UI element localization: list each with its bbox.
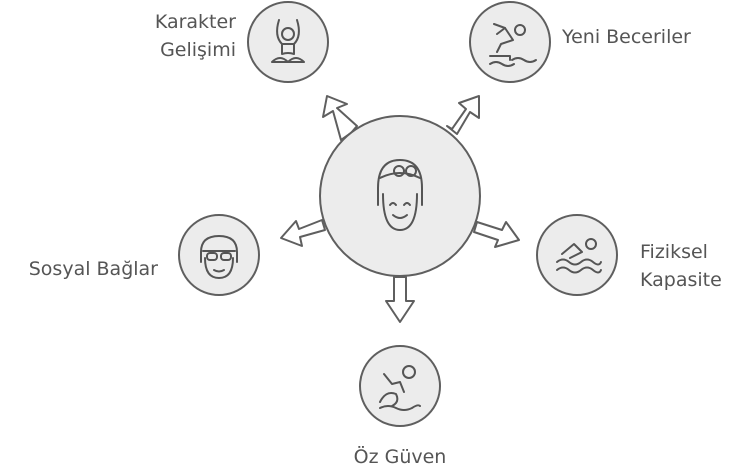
arrow-to-skills (446, 95, 480, 135)
node-character: Karakter Gelişimi (155, 1, 329, 83)
node-skills: Yeni Beceriler (469, 1, 691, 83)
label-social: Sosyal Bağlar (29, 258, 158, 280)
arrow-to-character (322, 95, 358, 141)
center-node (319, 115, 481, 277)
label-physical-line2: Kapasite (640, 269, 722, 291)
diver-icon (489, 23, 537, 67)
swimmer-face-icon (377, 159, 423, 231)
node-confidence: Öz Güven (354, 345, 447, 468)
label-character-line2: Gelişimi (160, 39, 236, 61)
swimmer-goggles-icon (200, 235, 238, 279)
swimming-icon (556, 238, 602, 274)
arrow-to-confidence (385, 276, 415, 323)
label-skills: Yeni Beceriler (561, 26, 691, 48)
node-physical: Fiziksel Kapasite (536, 214, 722, 296)
arrow-to-physical (473, 221, 520, 248)
node-social: Sosyal Bağlar (29, 214, 260, 296)
arrow-to-social (280, 219, 326, 247)
label-character-line1: Karakter (155, 11, 236, 33)
meditation-icon (271, 19, 305, 63)
label-physical-line1: Fiziksel (640, 241, 708, 263)
label-confidence: Öz Güven (354, 445, 447, 468)
water-wave-swimmer-icon (379, 365, 421, 411)
